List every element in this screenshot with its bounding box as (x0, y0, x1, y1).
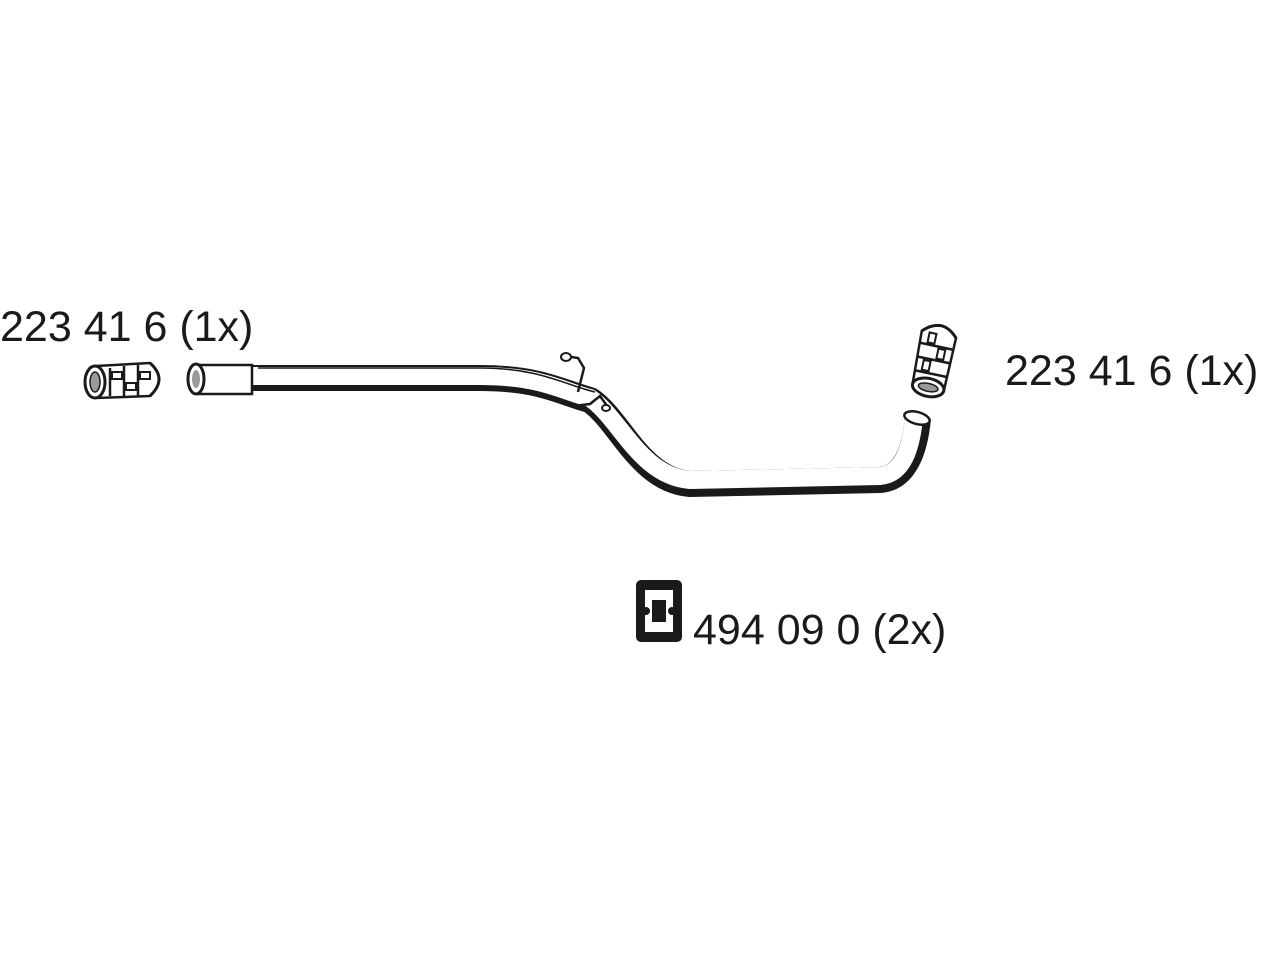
exhaust-pipe-icon (186, 352, 931, 497)
pipe-clamp-right-icon (910, 323, 958, 399)
rubber-hanger-icon (636, 580, 682, 642)
part-label-rubber-hanger: 494 09 0 (2x) (693, 606, 947, 654)
part-label-clamp-left: 223 41 6 (1x) (0, 303, 254, 351)
part-label-clamp-right: 223 41 6 (1x) (1005, 347, 1259, 395)
pipe-clamp-left-icon (83, 361, 161, 400)
